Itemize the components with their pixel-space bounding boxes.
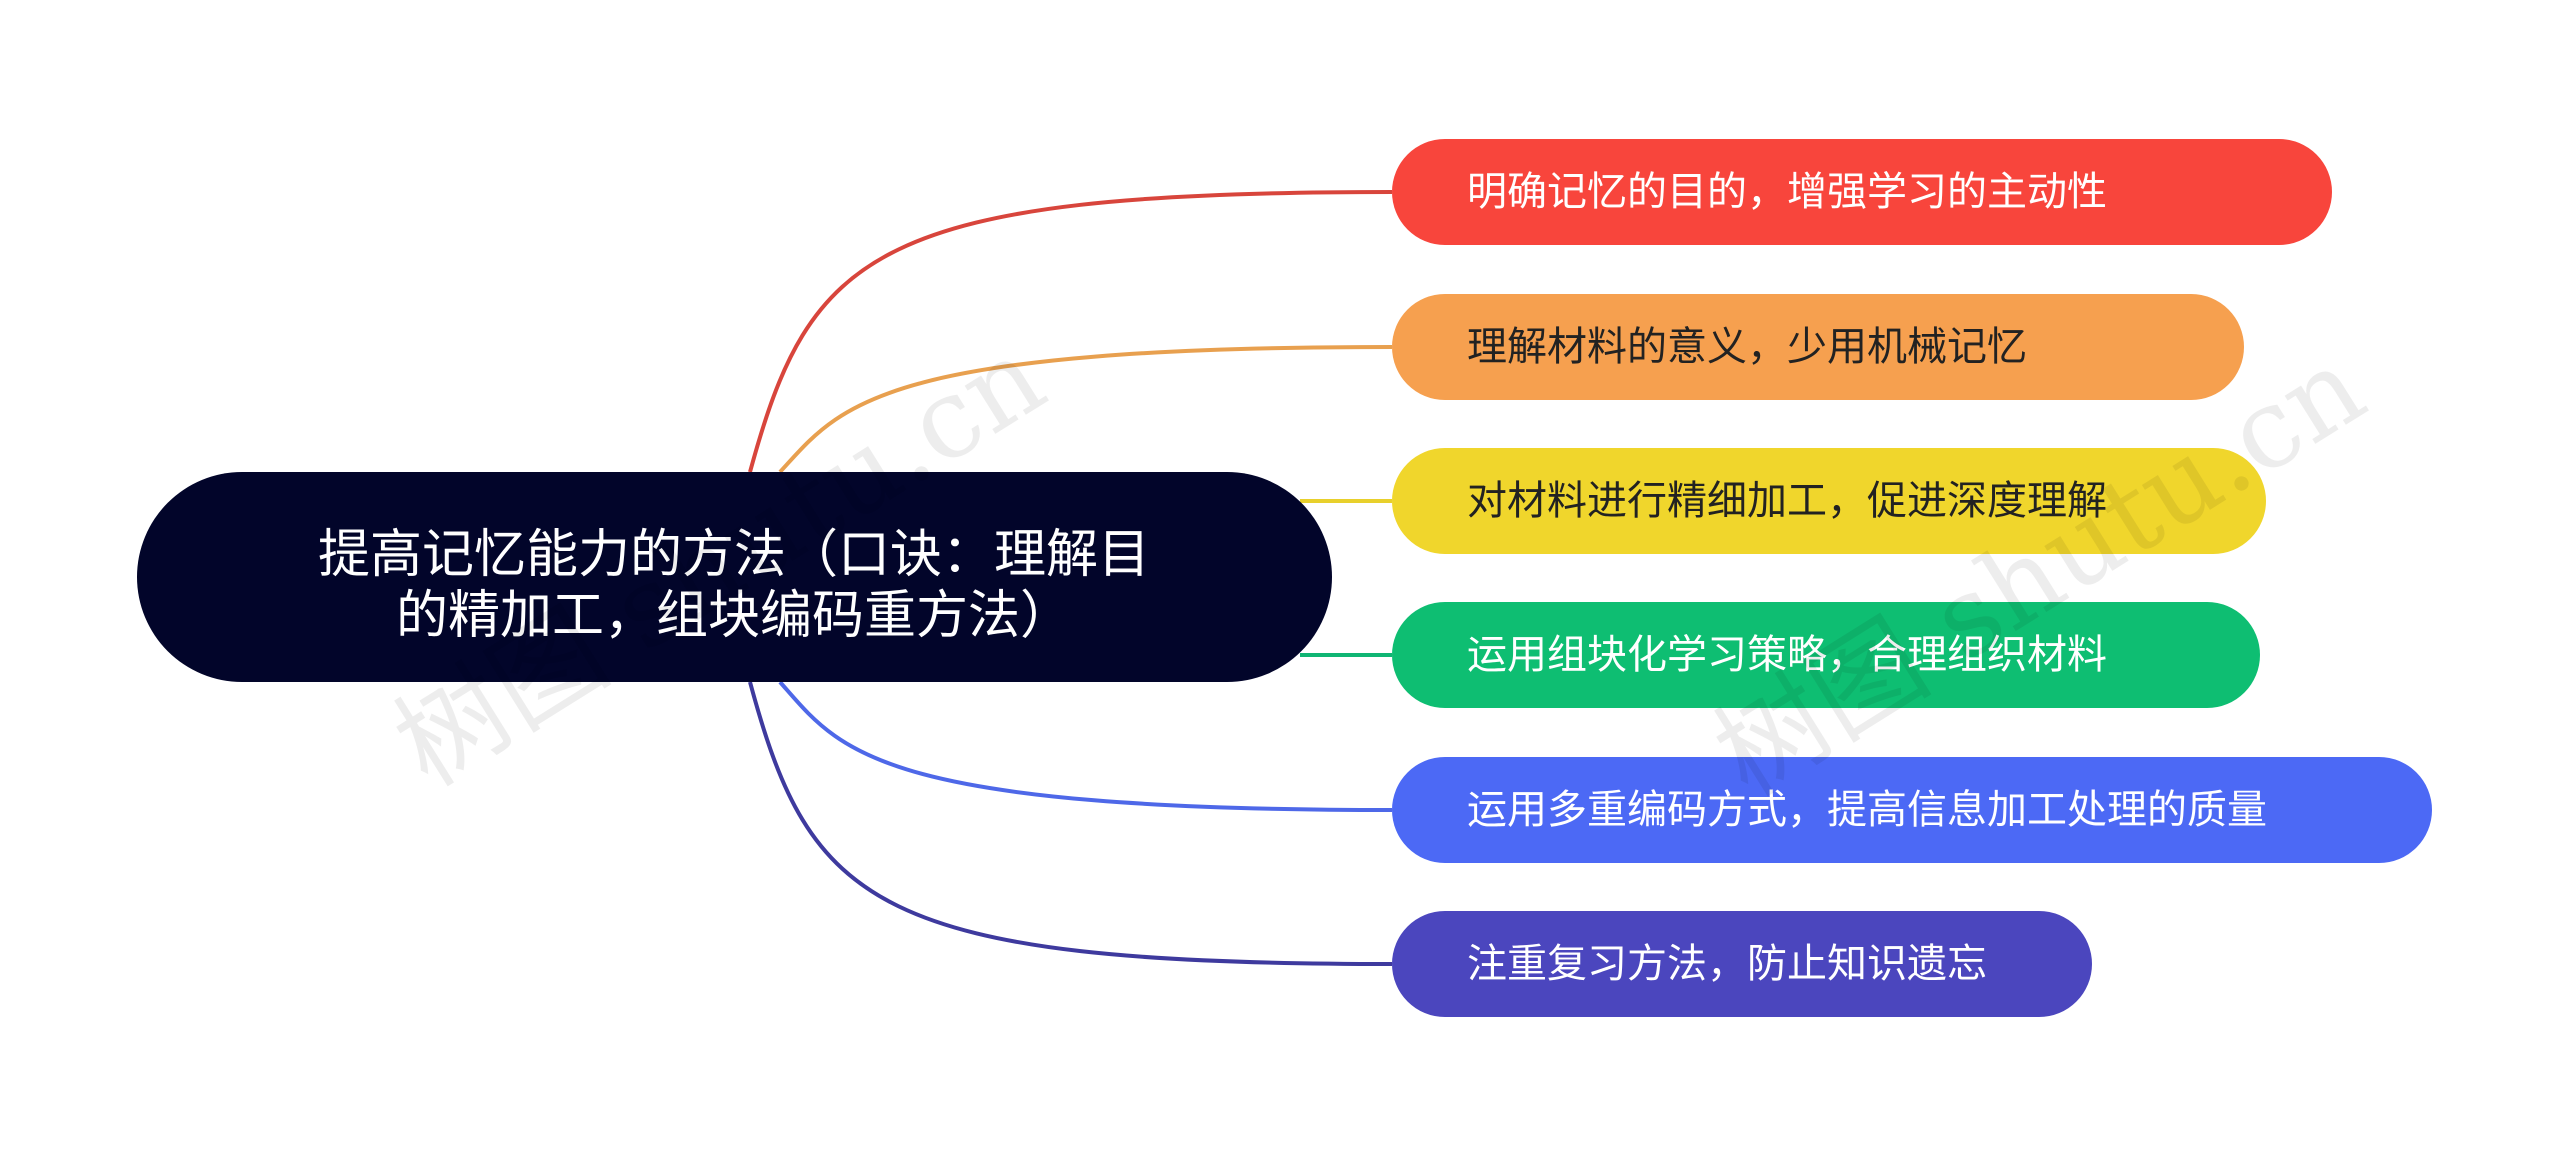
branch-node-1[interactable]: 明确记忆的目的，增强学习的主动性 <box>1392 139 2332 245</box>
connector-line-2 <box>778 345 1393 474</box>
connector-line-6 <box>748 681 1393 966</box>
branch-nodes: 明确记忆的目的，增强学习的主动性理解材料的意义，少用机械记忆对材料进行精细加工，… <box>1392 139 2432 1017</box>
branch-node-label: 理解材料的意义，少用机械记忆 <box>1467 324 2027 370</box>
branch-node-shape <box>1392 602 2260 708</box>
branch-node-4[interactable]: 运用组块化学习策略，合理组织材料 <box>1392 602 2260 708</box>
root-node-title-line-1: 提高记忆能力的方法（口诀：理解目 <box>318 525 1150 585</box>
branch-node-shape <box>1392 911 2092 1017</box>
branch-node-2[interactable]: 理解材料的意义，少用机械记忆 <box>1392 294 2244 400</box>
root-node-shape <box>137 472 1332 682</box>
branch-node-shape <box>1392 294 2244 400</box>
branch-node-label: 注重复习方法，防止知识遗忘 <box>1467 941 1987 987</box>
branch-node-shape <box>1392 757 2432 863</box>
branch-node-label: 运用组块化学习策略，合理组织材料 <box>1467 632 2107 678</box>
branch-node-shape <box>1392 448 2266 554</box>
branch-node-3[interactable]: 对材料进行精细加工，促进深度理解 <box>1392 448 2266 554</box>
connector-line-5 <box>778 680 1393 812</box>
connector-lines <box>748 190 1393 966</box>
branch-node-label: 运用多重编码方式，提高信息加工处理的质量 <box>1467 787 2267 833</box>
branch-node-shape <box>1392 139 2332 245</box>
branch-node-label: 对材料进行精细加工，促进深度理解 <box>1467 478 2107 524</box>
root-node-title-line-2: 的精加工，组块编码重方法） <box>396 586 1072 646</box>
branch-node-5[interactable]: 运用多重编码方式，提高信息加工处理的质量 <box>1392 757 2432 863</box>
connector-line-1 <box>748 190 1393 473</box>
branch-node-label: 明确记忆的目的，增强学习的主动性 <box>1467 169 2107 215</box>
root-node[interactable]: 提高记忆能力的方法（口诀：理解目 的精加工，组块编码重方法） <box>137 472 1332 682</box>
branch-node-6[interactable]: 注重复习方法，防止知识遗忘 <box>1392 911 2092 1017</box>
